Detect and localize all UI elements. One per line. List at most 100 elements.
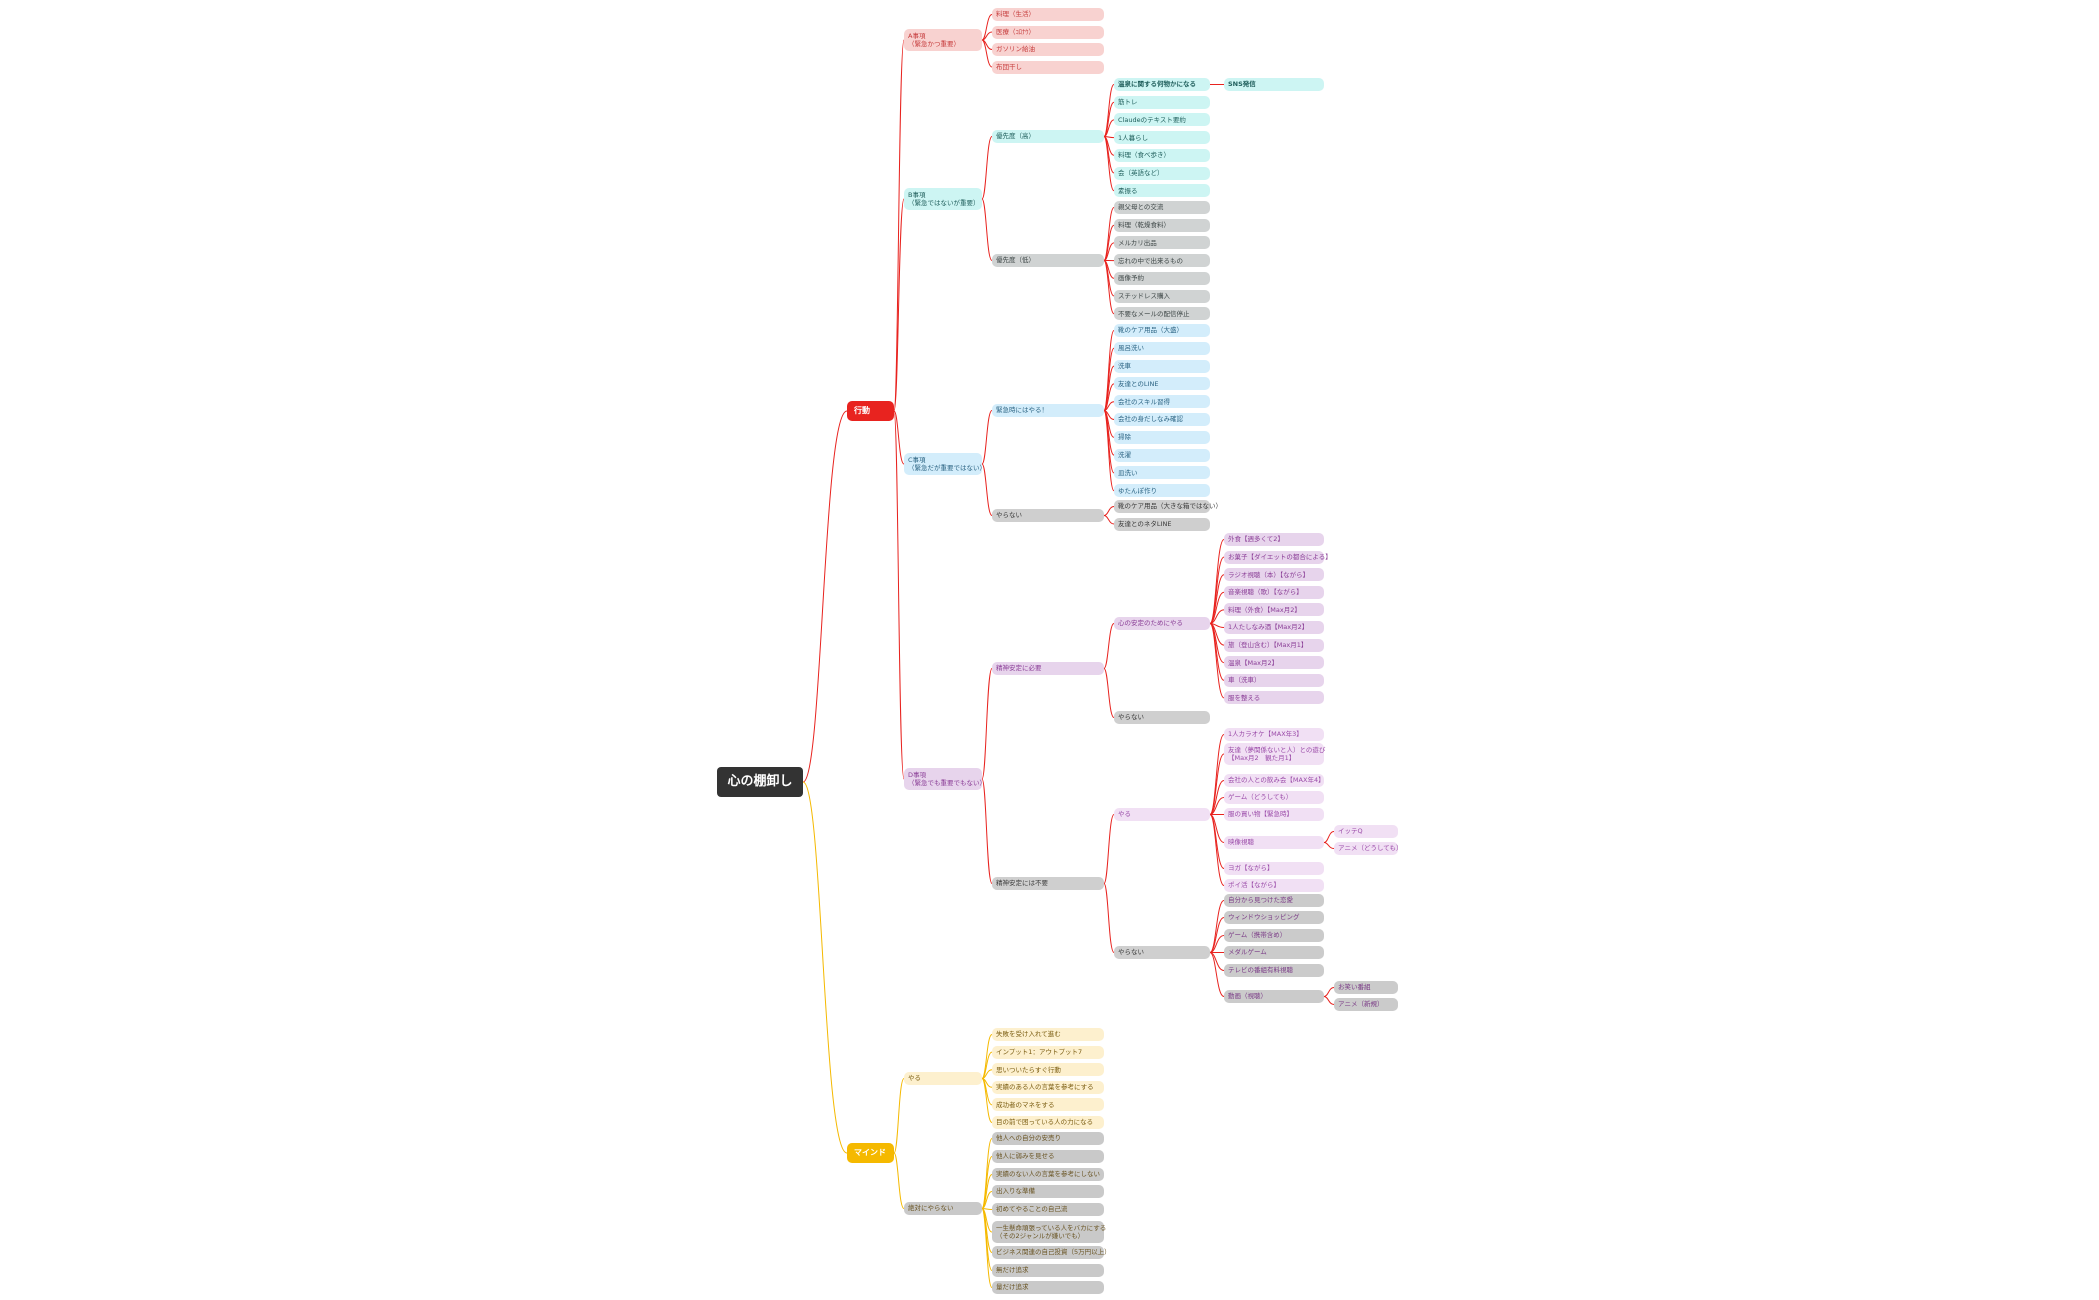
d-need-do-item[interactable]: 外食【週多くて2】 (1224, 533, 1324, 546)
c-do-item[interactable]: 会社のスキル習得 (1114, 395, 1210, 409)
branch-action[interactable]: 行動 (847, 401, 894, 421)
branch-mind[interactable]: マインド (847, 1143, 894, 1163)
a-item[interactable]: 料理（生活） (992, 8, 1104, 21)
d-need[interactable]: 精神安定に必要 (992, 662, 1104, 675)
mind-do-item[interactable]: 失敗を受け入れて進む (992, 1028, 1104, 1041)
mind-dont[interactable]: 絶対にやらない (904, 1202, 982, 1215)
c-do-item[interactable]: 洗濯 (1114, 448, 1210, 462)
d-need-do-item[interactable]: 温泉【Max月2】 (1224, 656, 1324, 670)
d-video-do-item[interactable]: アニメ（どうしても） (1334, 842, 1402, 855)
a-item[interactable]: 医療（ｺﾛﾅｳ） (992, 25, 1104, 39)
d-need-do-item[interactable]: 音楽視聴（歌）【ながら】 (1224, 585, 1324, 599)
d-notneed[interactable]: 精神安定には不要 (992, 877, 1104, 890)
c-do-item[interactable]: 皿洗い (1114, 466, 1210, 480)
category-c[interactable]: C事項（緊急だが重要ではない） (904, 453, 986, 475)
d-notneed-dont-item[interactable]: テレビの番組有料視聴 (1224, 964, 1324, 977)
c-do-item[interactable]: 会社の身だしなみ確認 (1114, 413, 1210, 426)
d-need-dont[interactable]: やらない (1114, 711, 1210, 724)
d-notneed-dont-item[interactable]: メダルゲーム (1224, 946, 1324, 959)
d-need-do-item[interactable]: 服を整える (1224, 691, 1324, 705)
d-need-do-item[interactable]: 料理（外食）【Max月2】 (1224, 603, 1324, 617)
c-do-item[interactable]: 靴のケア用品（大盛） (1114, 324, 1210, 337)
connector-line (1103, 84, 1115, 137)
mind-do[interactable]: やる (904, 1072, 982, 1085)
b-low-item[interactable]: 忘れの中で出来るもの (1114, 254, 1210, 268)
b-low-item[interactable]: 画像予約 (1114, 271, 1210, 285)
b-low-item[interactable]: 料理（乾燥食料） (1114, 218, 1210, 232)
c-do-item[interactable]: 掃除 (1114, 430, 1210, 444)
mind-dont-item[interactable]: 一生懸命頑張っている人をバカにする（その2ジャンルが嫌いでも） (992, 1221, 1106, 1243)
c-dont-item[interactable]: 靴のケア用品（大きな箱ではない） (1114, 500, 1222, 513)
b-high-item[interactable]: 料理（食べ歩き） (1114, 148, 1210, 162)
mind-dont-item[interactable]: 無だけ追求 (992, 1264, 1104, 1277)
category-a[interactable]: A事項（緊急かつ重要） (904, 29, 982, 51)
d-need-do-item[interactable]: 車（洗車） (1224, 673, 1324, 687)
c-urgent-do[interactable]: 緊急時にはやる！ (992, 404, 1104, 417)
b-high-item[interactable]: 筋トレ (1114, 95, 1210, 109)
d-need-do-item[interactable]: お菓子【ダイエットの都合による】 (1224, 550, 1332, 564)
c-dont[interactable]: やらない (992, 509, 1104, 522)
c-dont-item[interactable]: 友達とのネタLINE (1114, 517, 1210, 531)
b-low-item[interactable]: スチッドレス購入 (1114, 289, 1210, 303)
d-need-do-item[interactable]: ラジオ視聴（本）【ながら】 (1224, 568, 1324, 582)
connector-line (1103, 814, 1115, 884)
d-video-do-item[interactable]: イッテQ (1334, 825, 1398, 838)
d-notneed-do-item[interactable]: 会社の人との飲み会【MAX年4】 (1224, 774, 1325, 787)
mind-dont-item[interactable]: ビジネス関連の自己投資（5万円以上） (992, 1246, 1111, 1259)
d-notneed-do-item[interactable]: 服の買い物【緊急時】 (1224, 808, 1324, 821)
c-do-item[interactable]: 友達とのLINE (1114, 377, 1210, 391)
b-high-item[interactable]: Claudeのテキスト要約 (1114, 113, 1210, 127)
mind-dont-item[interactable]: 出入りな準備 (992, 1185, 1104, 1198)
d-notneed-do-item[interactable]: 映像視聴 (1224, 836, 1324, 849)
mind-dont-item[interactable]: 他人に弱みを見せる (992, 1150, 1104, 1163)
b-sns-item[interactable]: SNS発信 (1224, 78, 1324, 91)
d-notneed-do-item[interactable]: ヨガ【ながら】 (1224, 862, 1324, 875)
d-notneed-dont-item[interactable]: 動画（視聴） (1224, 990, 1324, 1003)
d-notneed-dont[interactable]: やらない (1114, 946, 1210, 959)
b-high-item[interactable]: 1人暮らし (1114, 131, 1210, 145)
mind-dont-item-line: （その2ジャンルが嫌いでも） (996, 1232, 1085, 1240)
root-node[interactable]: 心の棚卸し (717, 767, 803, 797)
category-b[interactable]: B事項（緊急ではないが重要） (904, 188, 982, 210)
mind-do-item[interactable]: インプット1：アウトプット7 (992, 1045, 1104, 1059)
d-notneed-dont-item[interactable]: ウィンドウショッピング (1224, 911, 1324, 924)
d-need-do-item[interactable]: 1人たしなみ酒【Max月2】 (1224, 621, 1324, 634)
mind-dont-item[interactable]: 他人への自分の安売り (992, 1132, 1104, 1145)
category-d[interactable]: D事項（緊急でも重要でもない） (904, 768, 986, 790)
mind-dont-item[interactable]: 量だけ追求 (992, 1281, 1104, 1294)
d-video-dont-item[interactable]: アニメ（新規） (1334, 998, 1398, 1011)
c-do-item[interactable]: 洗車 (1114, 359, 1210, 373)
a-item[interactable]: ガソリン給油 (992, 43, 1104, 56)
d-notneed-dont-item[interactable]: 自分から見つけた恋愛 (1224, 894, 1324, 907)
b-low-item[interactable]: 親父母との交流 (1114, 201, 1210, 214)
a-item[interactable]: 布団干し (992, 60, 1104, 74)
d-need-do-item[interactable]: 旅（登山含む）【Max月1】 (1224, 638, 1324, 652)
mind-do-item[interactable]: 成功者のマネをする (992, 1098, 1104, 1112)
d-notneed-do-item[interactable]: ポイ活【ながら】 (1224, 879, 1324, 892)
mind-do-item[interactable]: 目の前で困っている人の力になる (992, 1116, 1104, 1129)
c-do-item[interactable]: 風呂洗い (1114, 341, 1210, 355)
b-high-item[interactable]: 素振る (1114, 184, 1210, 198)
b-high-item[interactable]: 会（英語など） (1114, 166, 1210, 180)
connector-line (1323, 987, 1335, 997)
connector-line (1103, 136, 1115, 192)
connector-line (893, 1152, 905, 1209)
mind-dont-item[interactable]: 初めてやることの自己流 (992, 1203, 1104, 1216)
mind-do-item[interactable]: 思いついたらすぐ行動 (992, 1063, 1104, 1077)
b-high-item[interactable]: 温泉に関する何物かになる (1114, 78, 1210, 91)
d-notneed-do[interactable]: やる (1114, 808, 1210, 821)
c-do-item[interactable]: ゆたんぽ作り (1114, 484, 1210, 498)
b-low-priority[interactable]: 優先度（低） (992, 254, 1104, 267)
mind-do-item[interactable]: 実績のある人の言葉を参考にする (992, 1080, 1104, 1094)
b-low-item[interactable]: 不要なメールの配信停止 (1114, 307, 1210, 321)
b-high-priority[interactable]: 優先度（高） (992, 130, 1104, 143)
d-video-dont-item[interactable]: お笑い番組 (1334, 981, 1398, 994)
d-notneed-do-item[interactable]: 1人カラオケ【MAX年3】 (1224, 728, 1324, 741)
d-notneed-do-item[interactable]: ゲーム（どうしても） (1224, 791, 1324, 804)
connector-line (1103, 883, 1115, 953)
b-low-item[interactable]: メルカリ出品 (1114, 236, 1210, 250)
d-notneed-do-item[interactable]: 友達（夢関係ないと人）との遊び【Max月2 観た月1】 (1224, 743, 1325, 765)
mind-dont-item[interactable]: 実績のない人の言葉を参考にしない (992, 1168, 1104, 1181)
d-notneed-dont-item[interactable]: ゲーム（携帯含め） (1224, 929, 1324, 942)
d-need-do[interactable]: 心の安定のためにやる (1114, 617, 1210, 630)
